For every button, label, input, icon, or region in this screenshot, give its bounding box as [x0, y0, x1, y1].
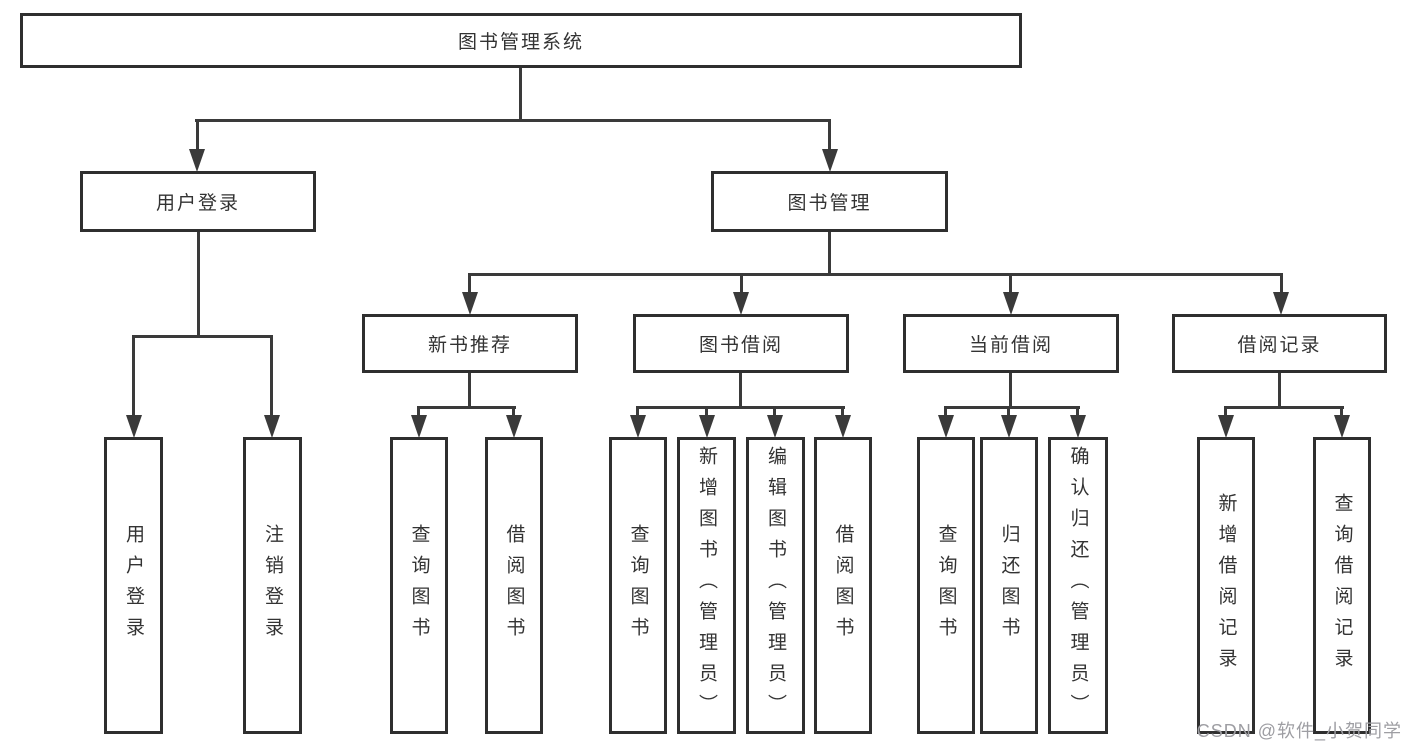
leaf-user-login: 用户登录	[104, 437, 163, 734]
connector	[417, 406, 516, 409]
arrowhead-down-icon	[1218, 415, 1234, 438]
arrowhead-down-icon	[938, 415, 954, 438]
leaf-add-borrow-record-label: 新增借阅记录	[1215, 492, 1237, 679]
arrowhead-down-icon	[264, 415, 280, 438]
arrowhead-down-icon	[630, 415, 646, 438]
node-library-system-label: 图书管理系统	[457, 32, 584, 53]
arrowhead-down-icon	[126, 415, 142, 438]
connector	[196, 119, 199, 153]
leaf-borrow-books: 借阅图书	[814, 437, 872, 734]
connector	[705, 406, 708, 420]
arrowhead-down-icon	[822, 149, 838, 172]
connector	[270, 335, 273, 418]
leaf-return-books-label: 归还图书	[998, 523, 1020, 648]
arrowhead-down-icon	[189, 149, 205, 172]
leaf-query-books-borrowing-label: 查询图书	[627, 523, 649, 648]
leaf-query-books-recommend: 查询图书	[390, 437, 448, 734]
arrowhead-down-icon	[1273, 292, 1289, 315]
leaf-add-books-admin-label: 新增图书（管理员）	[696, 446, 717, 725]
arrowhead-down-icon	[835, 415, 851, 438]
node-borrowing-records: 借阅记录	[1172, 314, 1387, 373]
connector	[1007, 406, 1010, 420]
connector	[1076, 406, 1079, 420]
leaf-logout-label: 注销登录	[262, 523, 283, 648]
connector	[197, 232, 200, 338]
connector	[828, 232, 831, 276]
arrowhead-down-icon	[767, 415, 783, 438]
leaf-query-books-recommend-label: 查询图书	[408, 523, 430, 648]
leaf-confirm-return-admin: 确认归还（管理员）	[1048, 437, 1108, 734]
connector	[636, 406, 845, 409]
leaf-query-borrow-record-label: 查询借阅记录	[1331, 492, 1353, 679]
leaf-add-borrow-record: 新增借阅记录	[1197, 437, 1255, 734]
connector	[195, 119, 831, 122]
arrowhead-down-icon	[699, 415, 715, 438]
node-current-borrowing: 当前借阅	[903, 314, 1119, 373]
leaf-return-books: 归还图书	[980, 437, 1038, 734]
connector	[1224, 406, 1227, 420]
node-book-management: 图书管理	[711, 171, 948, 232]
node-current-borrowing-label: 当前借阅	[968, 335, 1053, 356]
leaf-confirm-return-admin-label: 确认归还（管理员）	[1067, 446, 1089, 725]
node-book-management-label: 图书管理	[787, 193, 872, 214]
arrowhead-down-icon	[462, 292, 478, 315]
leaf-logout: 注销登录	[243, 437, 302, 734]
node-user-login-label: 用户登录	[155, 193, 240, 214]
leaf-query-books-current-label: 查询图书	[935, 523, 957, 648]
connector	[512, 406, 515, 420]
connector	[739, 373, 742, 409]
leaf-borrow-books-recommend: 借阅图书	[485, 437, 543, 734]
connector	[1340, 406, 1343, 420]
connector	[944, 406, 1080, 409]
connector	[132, 335, 135, 418]
connector	[1009, 273, 1012, 295]
connector	[944, 406, 947, 420]
leaf-add-books-admin: 新增图书（管理员）	[677, 437, 736, 734]
connector	[468, 273, 1282, 276]
connector	[841, 406, 844, 420]
arrowhead-down-icon	[1001, 415, 1017, 438]
connector	[740, 273, 743, 295]
arrowhead-down-icon	[1070, 415, 1086, 438]
node-new-book-recommend: 新书推荐	[362, 314, 578, 373]
node-library-system: 图书管理系统	[20, 13, 1022, 68]
leaf-borrow-books-label: 借阅图书	[832, 523, 854, 648]
watermark: CSDN @软件_小贺同学	[1196, 721, 1402, 741]
leaf-edit-books-admin-label: 编辑图书（管理员）	[765, 446, 786, 725]
arrowhead-down-icon	[506, 415, 522, 438]
leaf-query-borrow-record: 查询借阅记录	[1313, 437, 1371, 734]
connector	[828, 119, 831, 153]
node-user-login: 用户登录	[80, 171, 316, 232]
node-borrowing-records-label: 借阅记录	[1237, 335, 1322, 356]
arrowhead-down-icon	[411, 415, 427, 438]
connector	[636, 406, 639, 420]
arrowhead-down-icon	[1334, 415, 1350, 438]
leaf-user-login-label: 用户登录	[123, 523, 144, 648]
connector	[1278, 373, 1281, 409]
arrowhead-down-icon	[733, 292, 749, 315]
leaf-edit-books-admin: 编辑图书（管理员）	[746, 437, 805, 734]
connector	[132, 335, 273, 338]
connector	[519, 68, 522, 122]
node-new-book-recommend-label: 新书推荐	[427, 335, 512, 356]
connector	[1280, 273, 1283, 295]
node-book-borrowing-label: 图书借阅	[698, 335, 783, 356]
connector	[773, 406, 776, 420]
arrowhead-down-icon	[1003, 292, 1019, 315]
leaf-query-books-borrowing: 查询图书	[609, 437, 667, 734]
node-book-borrowing: 图书借阅	[633, 314, 849, 373]
connector	[1009, 373, 1012, 409]
connector	[417, 406, 420, 420]
connector	[468, 273, 471, 295]
leaf-query-books-current: 查询图书	[917, 437, 975, 734]
connector	[468, 373, 471, 409]
leaf-borrow-books-recommend-label: 借阅图书	[503, 523, 525, 648]
connector	[1224, 406, 1344, 409]
